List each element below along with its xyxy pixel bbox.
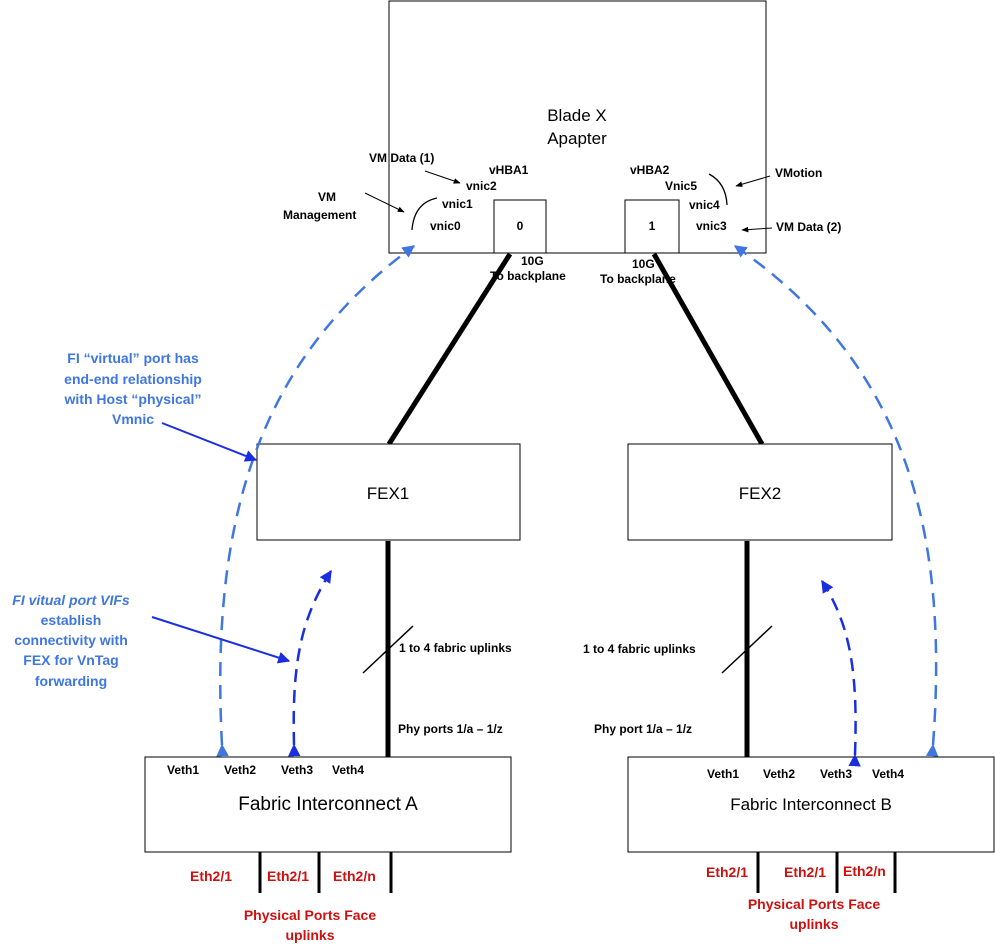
vmotion-pointer: [735, 175, 771, 187]
vifs-note-line3: connectivity with: [14, 632, 128, 648]
fex1-veth3-dashed-arrow: [288, 569, 333, 757]
fib-title: Fabric Interconnect B: [730, 795, 892, 814]
adapter-port-0: [493, 199, 547, 254]
vnic3-veth4-dashed-arrow: [733, 244, 939, 757]
fia-veth3: Veth3: [281, 763, 313, 777]
fia-eth-1: Eth2/1: [190, 868, 232, 884]
vhba2-label: vHBA2: [630, 163, 670, 177]
fib-veth4: Veth4: [872, 767, 904, 781]
port-0-label: 0: [517, 219, 524, 233]
fib-ports-line2: uplinks: [789, 916, 838, 932]
fia-veth1: Veth1: [167, 763, 199, 777]
adapter-title-line1: Blade X: [547, 106, 607, 125]
fia-eth-2: Eth2/1: [267, 868, 309, 884]
fex1-label: FEX1: [367, 484, 410, 503]
virtual-port-note-line1: FI “virtual” port has: [67, 350, 199, 366]
virtual-port-note-pointer: [161, 422, 258, 462]
vhba1-label: vHBA1: [489, 163, 529, 177]
fib-veth1: Veth1: [707, 767, 739, 781]
fex2-uplinks-label: 1 to 4 fabric uplinks: [583, 642, 696, 656]
fia-ports-line2: uplinks: [285, 927, 334, 943]
vnic1-label: vnic1: [442, 197, 473, 211]
vnic5-label: Vnic5: [665, 179, 697, 193]
vm-mgmt-bracket: [411, 197, 438, 231]
link-port1-fex2: [651, 252, 765, 446]
virtual-port-note-line2: end-end relationship: [64, 371, 202, 387]
fabric-interconnect-b: Veth1 Veth2 Veth3 Veth4 Fabric Interconn…: [627, 756, 995, 853]
port-1-speed: 10G: [632, 257, 655, 271]
fex1-uplinks-label: 1 to 4 fabric uplinks: [399, 641, 512, 655]
fib-veth2: Veth2: [763, 767, 795, 781]
fib-veth3: Veth3: [820, 767, 852, 781]
vm-data-2-label: VM Data (2): [776, 220, 841, 234]
vifs-note-pointer: [151, 616, 291, 664]
link-port0-fex1: [386, 252, 513, 446]
port-0-speed: 10G: [521, 254, 544, 268]
vm-mgmt-label-line1: VM: [318, 190, 336, 204]
fex2-box: FEX2: [627, 443, 893, 541]
vnic0-label: vnic0: [430, 219, 461, 233]
vifs-note-line2: establish: [41, 612, 102, 628]
fia-ports-line1: Physical Ports Face: [244, 907, 377, 923]
fia-eth-3: Eth2/n: [333, 868, 376, 884]
vnic4-label: vnic4: [689, 198, 720, 212]
vifs-note-line4: FEX for VnTag: [23, 652, 118, 668]
virtual-port-note-line4: Vmnic: [112, 411, 154, 427]
fia-veth2: Veth2: [224, 763, 256, 777]
port-1-label: 1: [649, 219, 656, 233]
fia-title: Fabric Interconnect A: [238, 794, 418, 815]
fib-eth-1: Eth2/1: [706, 864, 748, 880]
fex2-veth3-dashed-arrow: [820, 579, 861, 767]
vm-mgmt-label-line2: Management: [283, 208, 356, 222]
vmotion-label: VMotion: [775, 166, 822, 180]
vmotion-bracket: [708, 173, 728, 206]
vnic2-label: vnic2: [466, 179, 497, 193]
virtual-port-note: FI “virtual” port has end-end relationsh…: [64, 350, 202, 427]
adapter-box: Blade X Apapter 0 1 vHBA1 vnic2 vnic1 vn…: [388, 0, 767, 254]
vm-data-1-pointer: [424, 170, 461, 184]
vifs-note-line5: forwarding: [35, 673, 107, 689]
fib-eth-3: Eth2/n: [843, 863, 886, 879]
adapter-port-1: [624, 199, 680, 254]
vifs-note: FI vitual port VIFs establish connectivi…: [12, 592, 130, 689]
fex2-phy-ports-label: Phy port 1/a – 1/z: [594, 722, 692, 736]
vnic3-label: vnic3: [696, 219, 727, 233]
port-0-dest: To backplane: [490, 269, 566, 283]
vifs-note-line1: FI vitual port VIFs: [12, 592, 130, 608]
fia-veth4: Veth4: [332, 763, 364, 777]
fib-ports-line1: Physical Ports Face: [748, 896, 881, 912]
fib-eth-2: Eth2/1: [784, 864, 826, 880]
vm-data-1-label: VM Data (1): [369, 151, 434, 165]
vm-data-2-pointer: [741, 226, 773, 233]
port-1-dest: To backplane: [600, 272, 676, 286]
vm-mgmt-pointer: [364, 192, 405, 213]
fabric-interconnect-a: Veth1 Veth2 Veth3 Veth4 Fabric Interconn…: [144, 756, 512, 853]
fex1-box: FEX1: [256, 443, 521, 541]
fex1-phy-ports-label: Phy ports 1/a – 1/z: [398, 722, 503, 736]
adapter-title-line2: Apapter: [547, 129, 607, 148]
fex2-label: FEX2: [739, 484, 782, 503]
virtual-port-note-line3: with Host “physical”: [64, 391, 202, 407]
